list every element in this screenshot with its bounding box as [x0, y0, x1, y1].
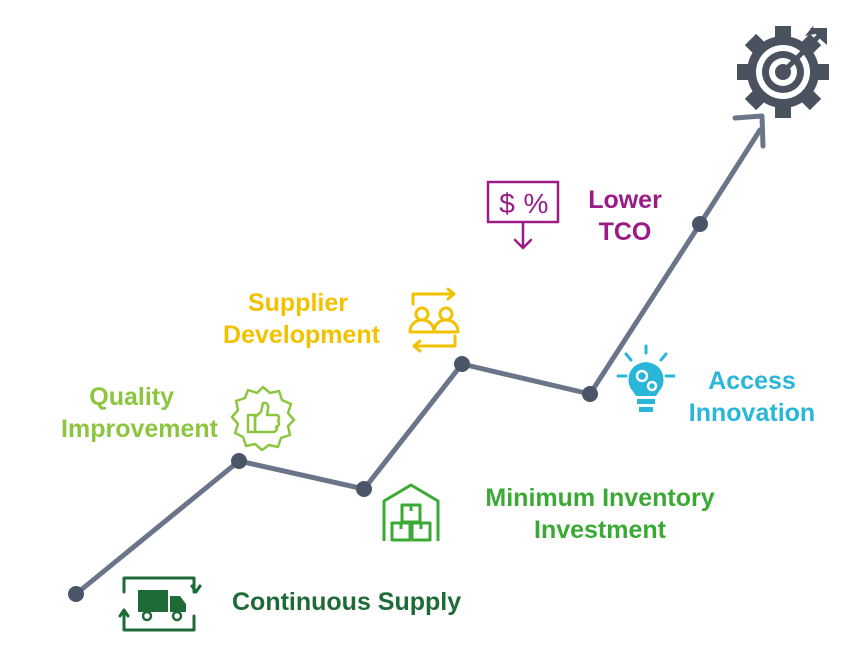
label-line: Access	[708, 367, 796, 395]
label-access-innovation: Access Innovation	[672, 365, 832, 429]
label-line: Supplier	[247, 289, 348, 317]
label-line: Lower	[588, 186, 662, 214]
percent-sign-text: %	[524, 188, 549, 219]
label-lower-tco: Lower TCO	[570, 184, 680, 248]
dollar-sign-text: $	[499, 188, 515, 219]
label-line: Investment	[534, 516, 666, 544]
label-line: TCO	[598, 218, 652, 246]
label-quality-improvement: Quality Improvement	[20, 381, 218, 445]
thumbs-up-badge-icon	[230, 385, 296, 452]
label-line: Continuous Supply	[232, 588, 462, 616]
label-continuous-supply: Continuous Supply	[232, 586, 532, 618]
path-node	[454, 356, 470, 372]
label-line: Development	[223, 321, 380, 349]
people-exchange-icon	[408, 287, 460, 353]
dollar-percent-down-icon: $ %	[486, 180, 560, 250]
path-node	[68, 586, 84, 602]
path-node	[692, 216, 708, 232]
label-line: Improvement	[61, 415, 218, 443]
label-line: Minimum Inventory	[485, 484, 715, 512]
label-line: Quality	[89, 383, 174, 411]
path-node	[356, 481, 372, 497]
target-gear-icon	[737, 26, 829, 118]
lightbulb-gears-icon	[616, 344, 676, 412]
path-arrowhead	[732, 113, 766, 149]
label-line: Innovation	[688, 399, 816, 427]
warehouse-boxes-icon	[382, 483, 440, 542]
truck-icon	[118, 576, 202, 632]
path-node	[582, 386, 598, 402]
path-node	[231, 453, 247, 469]
label-supplier-development: Supplier Development	[180, 287, 380, 351]
label-minimum-inventory-investment: Minimum Inventory Investment	[460, 482, 740, 546]
